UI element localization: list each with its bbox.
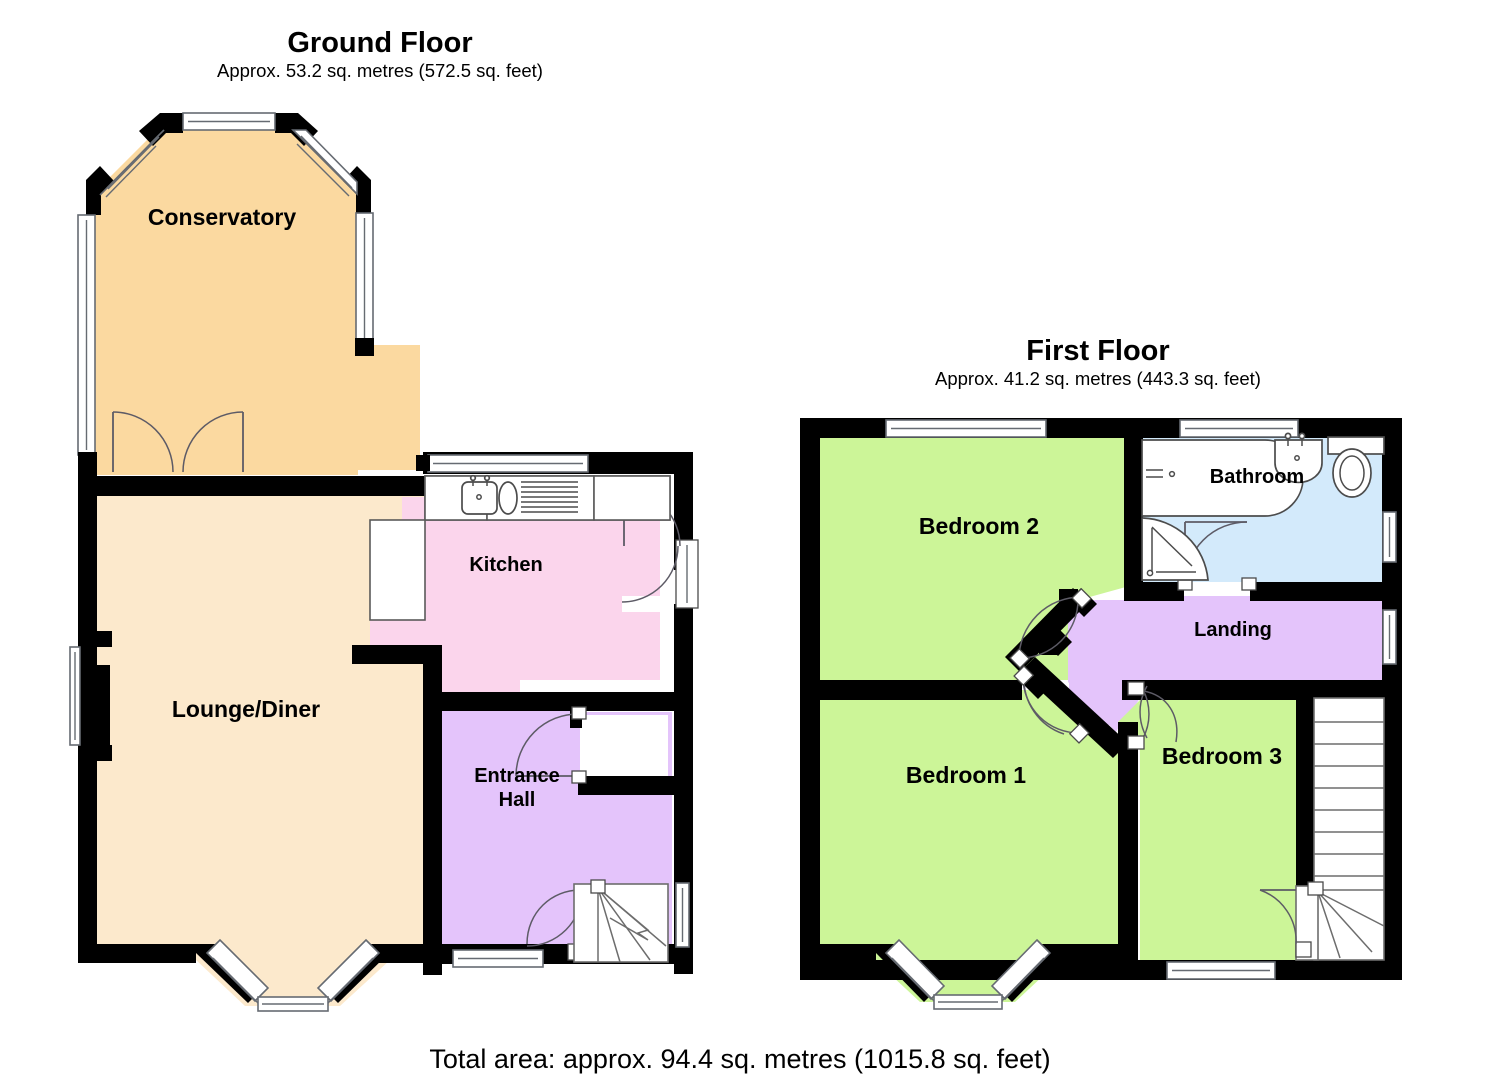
first-wall-bed1-landing-diag bbox=[1020, 657, 1128, 758]
room-label-bedroom-3: Bedroom 3 bbox=[1162, 743, 1282, 769]
first-floor-plan: Bedroom 2 Bedroom 1 Bedroom 3 Bathroom L… bbox=[800, 418, 1402, 1010]
toilet-fixture bbox=[1327, 436, 1385, 498]
room-label-lounge-diner: Lounge/Diner bbox=[172, 696, 320, 722]
ground-wall-kitchen-lounge-divider bbox=[352, 645, 442, 664]
conservatory-double-door bbox=[112, 411, 244, 473]
first-wall-right bbox=[1382, 418, 1402, 980]
conservatory-window-top bbox=[182, 112, 276, 131]
room-label-bedroom-2: Bedroom 2 bbox=[919, 513, 1039, 539]
total-area-text: Total area: approx. 94.4 sq. metres (101… bbox=[429, 1044, 1050, 1074]
kitchen-floor bbox=[370, 497, 660, 700]
ground-wall-right-lower bbox=[674, 604, 693, 974]
kitchen-exterior-door bbox=[675, 539, 699, 609]
ground-wall-left-notch-top bbox=[96, 631, 112, 647]
ground-wall-hall-cupboard-bottom bbox=[578, 776, 675, 795]
bathroom-window-right bbox=[1382, 511, 1397, 563]
first-floor-subtitle: Approx. 41.2 sq. metres (443.3 sq. feet) bbox=[935, 368, 1261, 389]
conservatory-door-sweep-fill-2 bbox=[358, 408, 420, 470]
landing-window-right bbox=[1382, 609, 1397, 665]
first-wall-bathroom-bottom-left bbox=[1124, 582, 1184, 601]
first-wall-landing-bottom-right bbox=[1300, 680, 1384, 698]
conservatory-window-left bbox=[77, 214, 96, 456]
ground-wall-left-lower bbox=[78, 761, 97, 961]
kitchen-drainer-fixture bbox=[521, 481, 578, 513]
room-label-landing: Landing bbox=[1194, 619, 1272, 641]
first-floor-title: First Floor bbox=[1026, 335, 1169, 367]
first-wall-bed1-bed3 bbox=[1118, 722, 1138, 980]
bedroom-1-bay-window bbox=[884, 938, 1052, 1010]
conservatory-floor bbox=[93, 120, 358, 475]
ground-wall-lounge-top bbox=[352, 476, 442, 495]
ground-floor-title: Ground Floor bbox=[287, 27, 472, 59]
room-label-bedroom-1: Bedroom 1 bbox=[906, 762, 1026, 788]
bedroom-1-floor bbox=[818, 690, 1118, 1002]
kitchen-sink-fixture bbox=[461, 474, 518, 515]
entrance-hall-window-bottom bbox=[452, 949, 544, 968]
room-label-conservatory: Conservatory bbox=[148, 204, 296, 230]
entrance-hall-window-right bbox=[675, 882, 690, 948]
ground-wall-left-upper bbox=[78, 476, 97, 631]
first-wall-bottom-left-seg bbox=[800, 944, 876, 963]
conservatory-window-upper-left bbox=[99, 129, 165, 198]
conservatory-wall-block-l-bottom bbox=[78, 452, 97, 476]
corner-shower-fixture bbox=[1141, 517, 1209, 581]
first-wall-bottom-mid-seg bbox=[1041, 944, 1119, 963]
ground-wall-kitchen-hall-right bbox=[580, 692, 675, 711]
kitchen-window-top bbox=[427, 454, 589, 473]
lounge-window-left bbox=[69, 646, 81, 746]
staircase-first bbox=[1295, 697, 1385, 961]
lounge-bay-window bbox=[205, 938, 381, 1012]
bedroom-3-door bbox=[1127, 681, 1178, 750]
first-wall-landing-bed3 bbox=[1122, 680, 1312, 700]
conservatory-wall-corner-l bbox=[86, 166, 114, 215]
bathroom-window-top bbox=[1179, 419, 1299, 438]
first-wall-bathroom-bottom-right bbox=[1250, 582, 1385, 601]
room-label-kitchen: Kitchen bbox=[469, 554, 542, 576]
ground-wall-left-notch-bottom bbox=[96, 745, 112, 761]
conservatory-window-right bbox=[355, 212, 374, 344]
first-floor-heading: First Floor Approx. 41.2 sq. metres (443… bbox=[935, 335, 1261, 389]
conservatory-wall-corner-tl bbox=[139, 113, 183, 146]
ground-wall-bottom-left bbox=[78, 944, 196, 963]
ground-floor-plan: Conservatory Lounge/Diner Kitchen Entran… bbox=[69, 112, 699, 1012]
ground-floor-subtitle: Approx. 53.2 sq. metres (572.5 sq. feet) bbox=[217, 60, 543, 81]
ground-floor-heading: Ground Floor Approx. 53.2 sq. metres (57… bbox=[217, 27, 543, 81]
conservatory-wall-block-r-bottom bbox=[355, 338, 374, 356]
bedroom-3-window-bottom bbox=[1166, 961, 1276, 980]
first-wall-bed2-landing-diag bbox=[1005, 588, 1088, 672]
hall-cupboard-area bbox=[580, 715, 668, 788]
kitchen-window-end-block bbox=[416, 455, 430, 471]
bathroom-door bbox=[1177, 521, 1257, 591]
first-wall-bed2-bathroom bbox=[1124, 437, 1143, 587]
ground-wall-kitchen-hall bbox=[442, 692, 580, 711]
bedroom-1-door bbox=[1013, 665, 1090, 744]
first-wall-bed2-bed1 bbox=[800, 680, 1022, 700]
conservatory-window-upper-right bbox=[291, 129, 358, 197]
wash-basin-fixture bbox=[1274, 432, 1323, 484]
room-label-entrance-hall-line1: Entrance bbox=[474, 765, 560, 787]
ground-wall-lounge-right bbox=[423, 645, 442, 975]
lounge-diner-floor bbox=[97, 476, 440, 1006]
bedroom-3-floor bbox=[1118, 700, 1312, 960]
bedroom-2-window-top bbox=[885, 419, 1047, 438]
entrance-hall-door-to-kitchen bbox=[515, 706, 587, 784]
bedroom-3-lower-door bbox=[1259, 889, 1297, 945]
ground-wall-top-lounge bbox=[78, 476, 423, 496]
staircase-ground bbox=[573, 879, 669, 963]
room-label-entrance-hall-line2: Hall bbox=[499, 789, 536, 811]
room-label-bathroom: Bathroom bbox=[1210, 466, 1304, 488]
bedroom-2-door bbox=[1009, 587, 1093, 669]
